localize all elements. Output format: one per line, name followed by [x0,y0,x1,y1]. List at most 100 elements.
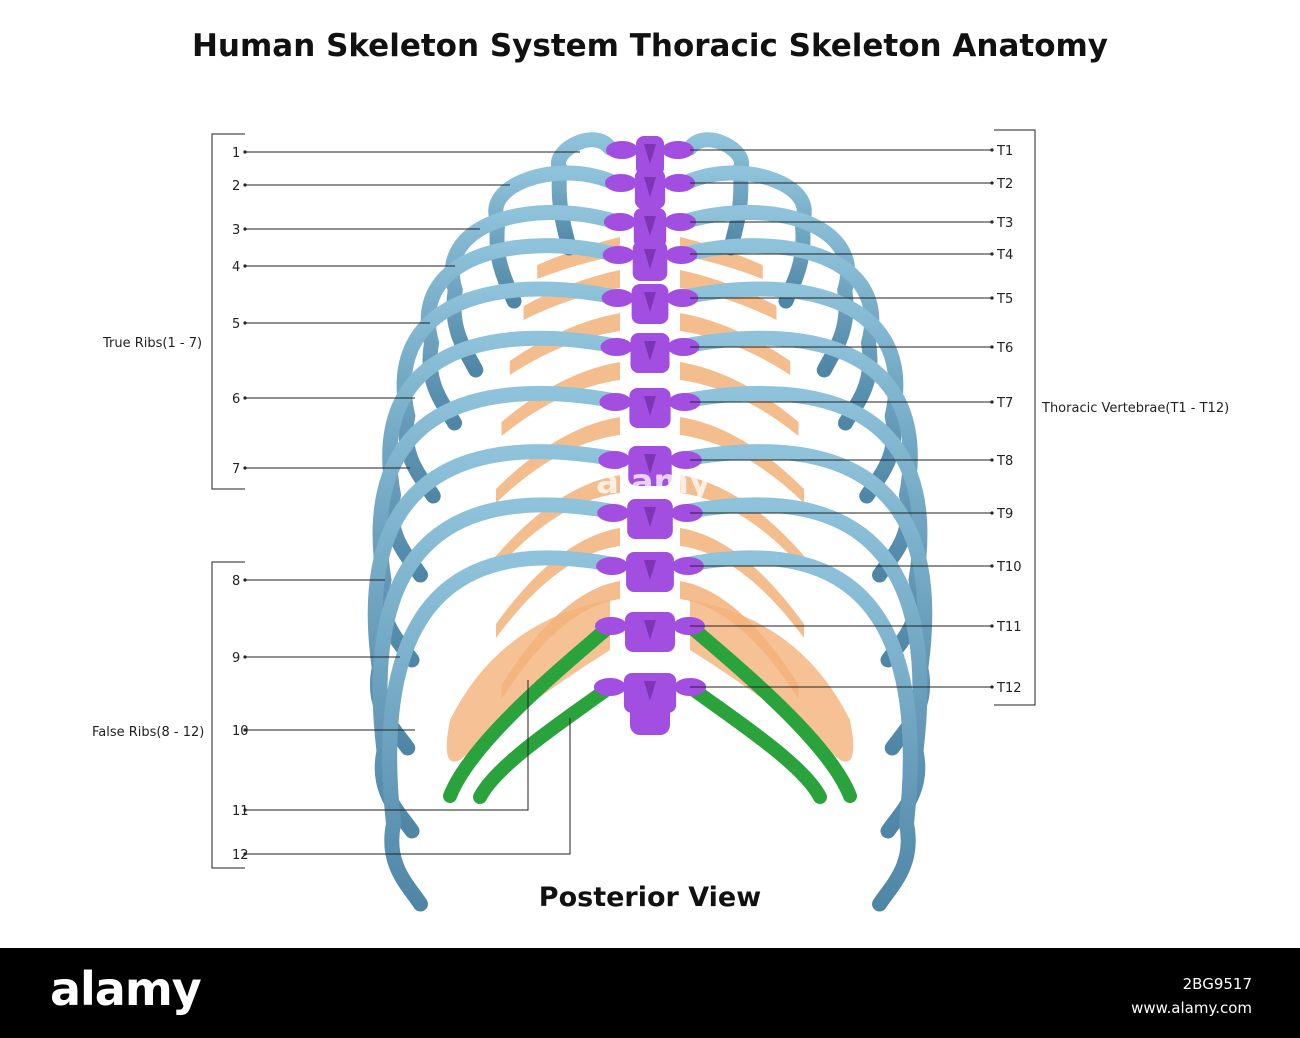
transverse-process [602,246,635,264]
leader-dot [990,220,994,224]
transverse-process [670,504,703,522]
spinous-process [644,216,656,236]
leader-dot [990,624,994,628]
rib-label: 12 [232,848,249,863]
leader-dot [990,345,994,349]
thoracic-vertebrae-label: Thoracic Vertebrae(T1 - T12) [1041,401,1229,416]
floating-rib [473,680,617,804]
spinous-process [644,681,656,701]
transverse-process [663,174,696,192]
rib-label: 6 [232,392,240,407]
leader-dot [990,252,994,256]
spinous-process [644,292,656,312]
cartilage-segment [680,362,799,436]
cartilage-segment [680,528,804,638]
rib-label: 9 [232,651,240,666]
leader-dot [243,321,247,325]
vertebra-label: T9 [996,507,1013,522]
vertebra-label: T8 [996,454,1013,469]
rib [682,550,918,912]
transverse-process [604,174,637,192]
transverse-process [601,289,634,307]
image-id: 2BG9517 [1182,975,1252,993]
spinous-process [644,249,656,269]
spinous-process [644,396,656,416]
transverse-process [596,557,629,575]
left-ribs [367,132,618,912]
spinous-process [644,454,656,474]
rib-label: 8 [232,574,240,589]
vertebra-label: T12 [996,681,1021,696]
right-ribs [682,132,933,912]
rib [396,281,618,504]
vertebra-label: T4 [996,248,1013,263]
transverse-process [595,617,627,635]
spinous-process [644,144,656,164]
floating-rib [683,680,827,804]
vertebra-label: T11 [996,620,1021,635]
leader-dot [243,150,247,154]
rib [682,330,918,583]
leader-dot [990,400,994,404]
watermark-text: alamy [596,462,712,502]
leader-dot [243,183,247,187]
rib-label: 2 [232,179,240,194]
rib [682,281,904,504]
leader-dot [243,852,247,856]
transverse-process [606,141,638,159]
leader-dot [243,808,247,812]
transverse-process [603,213,636,231]
rib [551,132,618,256]
thoracic-vertebrae-bracket [994,129,1036,706]
leader-dot [243,466,247,470]
transverse-process [665,246,698,264]
transverse-process [668,393,701,411]
rib-label: 4 [232,260,240,275]
leader-dot [243,227,247,231]
rib-label: 7 [232,462,240,477]
leader-dot [243,728,247,732]
floating-rib [683,619,857,803]
floating-rib [443,619,617,803]
transverse-process [673,617,705,635]
rib-label: 11 [232,804,249,819]
spinous-process [644,620,656,640]
leader-dot [990,458,994,462]
footer-bar [0,948,1300,1038]
cartilage-segment [680,581,799,699]
cartilage-segment [501,581,620,699]
rib-leader [245,680,529,811]
rib [382,550,618,912]
transverse-process [600,338,633,356]
transverse-process [666,289,699,307]
spinous-process [644,560,656,580]
site-url: www.alamy.com [1131,999,1252,1017]
transverse-process [599,393,632,411]
leader-dot [990,181,994,185]
lumbar-start [630,700,670,735]
lower-cartilage [690,600,854,762]
transverse-process [597,504,630,522]
leader-dot [990,685,994,689]
thoracic-spine [593,136,707,735]
vertebra-label: T2 [996,177,1013,192]
false-ribs-label: False Ribs(8 - 12) [92,725,204,740]
transverse-process [598,451,631,469]
ribcage-illustration [367,132,933,912]
true-ribs-bracket [211,133,245,490]
rib-label: 3 [232,223,240,238]
leader-dot [990,296,994,300]
diagram-title: Human Skeleton System Thoracic Skeleton … [191,28,1109,64]
leader-dot [243,396,247,400]
leader-dot [990,148,994,152]
leader-dot [243,578,247,582]
transverse-process [593,678,626,696]
view-caption: Posterior View [538,882,762,913]
vertebra-label: T10 [996,560,1021,575]
cartilage-segment [493,475,620,573]
rib [682,132,749,256]
cartilage-segment [680,475,807,573]
true-ribs-label: True Ribs(1 - 7) [102,336,202,351]
